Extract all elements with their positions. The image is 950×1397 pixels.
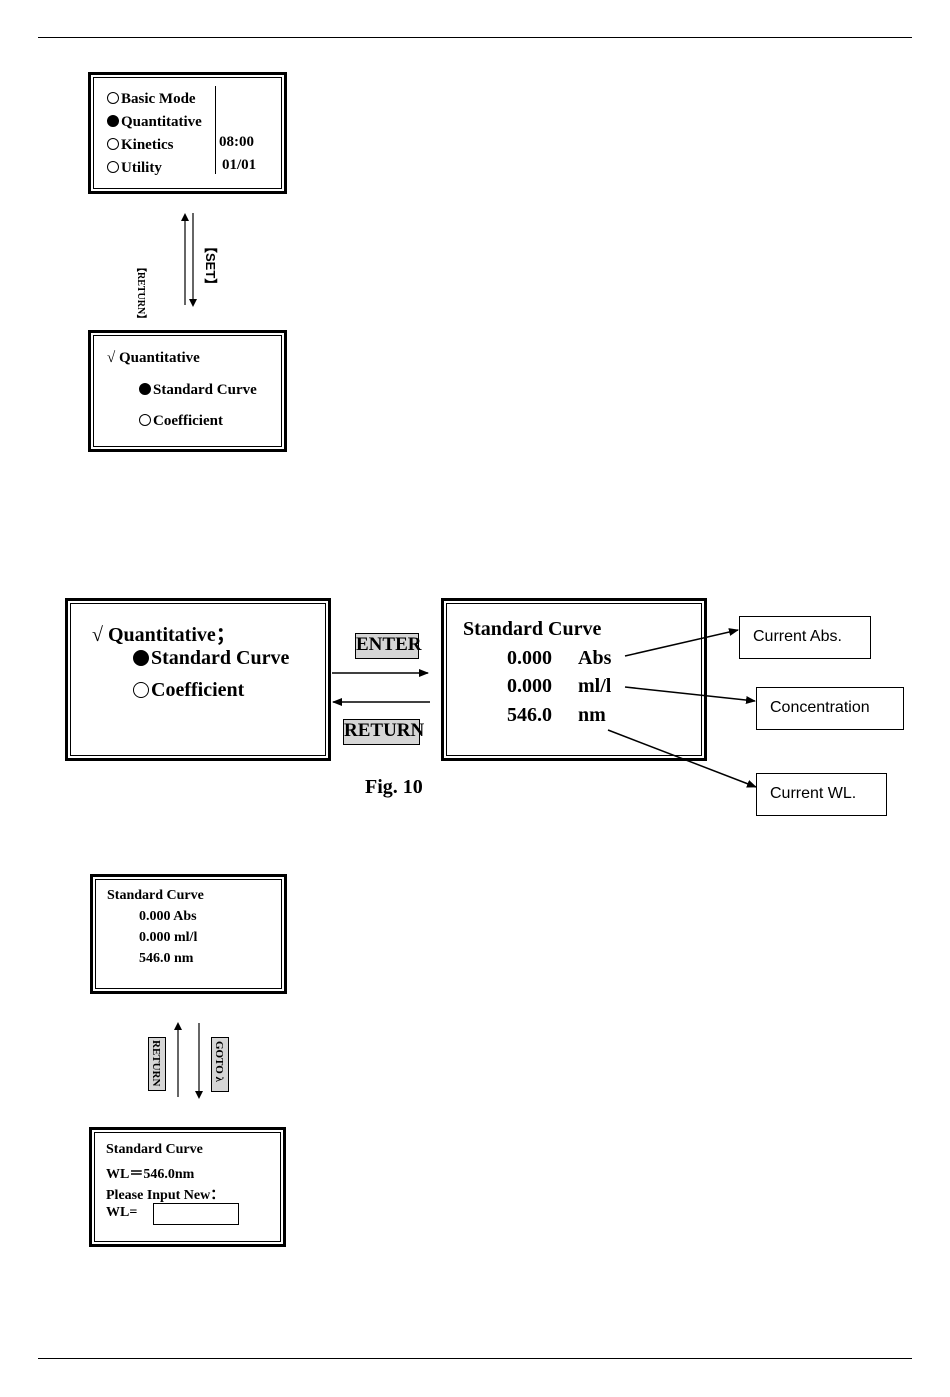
- callout-current-abs: Current Abs.: [739, 616, 871, 659]
- radio-empty-icon: [107, 92, 119, 104]
- footer-rule: [38, 1358, 912, 1359]
- wl-input-field[interactable]: [153, 1203, 239, 1225]
- fig10-option-standard-curve[interactable]: Standard Curve: [133, 647, 289, 670]
- input-screen-title: Standard Curve: [106, 1142, 203, 1157]
- readout-title: Standard Curve: [107, 888, 204, 903]
- conc-unit: ml/l: [578, 675, 612, 697]
- option-standard-curve[interactable]: Standard Curve: [139, 382, 257, 399]
- current-wl-line: WL＝546.0nm: [106, 1167, 195, 1182]
- readout-wl: 546.0 nm: [139, 951, 194, 966]
- date-readout: 01/01: [222, 157, 257, 173]
- conc-pointer-arrow: [624, 686, 756, 705]
- quantitative-title: √ Quantitative: [107, 350, 200, 366]
- menu-item-utility[interactable]: Utility: [107, 157, 202, 180]
- menu-item-quantitative[interactable]: Quantitative: [107, 111, 202, 134]
- readout-abs: 0.000 Abs: [139, 909, 197, 924]
- radio-empty-icon: [133, 682, 149, 698]
- radio-filled-icon: [139, 383, 151, 395]
- return-key-label[interactable]: 【RETURN】: [135, 262, 146, 325]
- radio-empty-icon: [139, 414, 151, 426]
- callout-current-wl: Current WL.: [756, 773, 887, 816]
- abs-pointer-arrow: [624, 628, 739, 657]
- wl-unit: nm: [578, 704, 606, 726]
- wavelength-input-screen: Standard Curve WL＝546.0nm Please Input N…: [89, 1127, 286, 1247]
- set-return-arrows: [181, 213, 197, 307]
- return-key[interactable]: RETURN: [343, 719, 424, 745]
- fig10-quantitative-screen: √ Quantitative； Standard Curve Coefficie…: [65, 598, 331, 761]
- conc-value: 0.000: [507, 675, 552, 697]
- set-key-label[interactable]: 【SET】: [203, 240, 218, 292]
- menu-item-basic-mode[interactable]: Basic Mode: [107, 88, 202, 111]
- option-coefficient[interactable]: Coefficient: [139, 413, 223, 430]
- goto-lambda-key[interactable]: GOTO λ: [211, 1037, 229, 1092]
- fig10-quantitative-title: √ Quantitative；: [92, 624, 236, 646]
- radio-empty-icon: [107, 161, 119, 173]
- enter-key[interactable]: ENTER: [355, 633, 421, 659]
- wl-value: 546.0: [507, 704, 552, 726]
- return-key-2[interactable]: RETURN: [148, 1037, 166, 1091]
- callout-concentration: Concentration: [756, 687, 904, 730]
- fig10-option-coefficient[interactable]: Coefficient: [133, 679, 244, 702]
- time-readout: 08:00: [219, 134, 254, 150]
- abs-value: 0.000: [507, 647, 552, 669]
- header-rule: [38, 37, 912, 38]
- radio-filled-icon: [107, 115, 119, 127]
- wl-input-label: WL=: [106, 1205, 138, 1220]
- menu-divider: [215, 86, 216, 174]
- quantitative-screen: √ Quantitative Standard Curve Coefficien…: [88, 330, 287, 452]
- goto-return-arrows: [174, 1022, 203, 1099]
- figure-caption: Fig. 10: [365, 776, 423, 798]
- fig10-standard-curve-title: Standard Curve: [463, 618, 602, 640]
- abs-unit: Abs: [578, 647, 612, 669]
- fig10-standard-curve-screen: Standard Curve 0.000 Abs 0.000 ml/l 546.…: [441, 598, 707, 761]
- menu-list: Basic Mode Quantitative Kinetics Utility: [107, 88, 202, 180]
- wl-pointer-arrow: [607, 729, 757, 788]
- menu-item-kinetics[interactable]: Kinetics: [107, 134, 202, 157]
- main-menu-screen: Basic Mode Quantitative Kinetics Utility…: [88, 72, 287, 194]
- input-prompt: Please Input New：: [106, 1188, 225, 1203]
- readout-conc: 0.000 ml/l: [139, 930, 198, 945]
- radio-empty-icon: [107, 138, 119, 150]
- standard-curve-readout-screen: Standard Curve 0.000 Abs 0.000 ml/l 546.…: [90, 874, 287, 994]
- fig10-arrows: [332, 628, 757, 788]
- radio-filled-icon: [133, 650, 149, 666]
